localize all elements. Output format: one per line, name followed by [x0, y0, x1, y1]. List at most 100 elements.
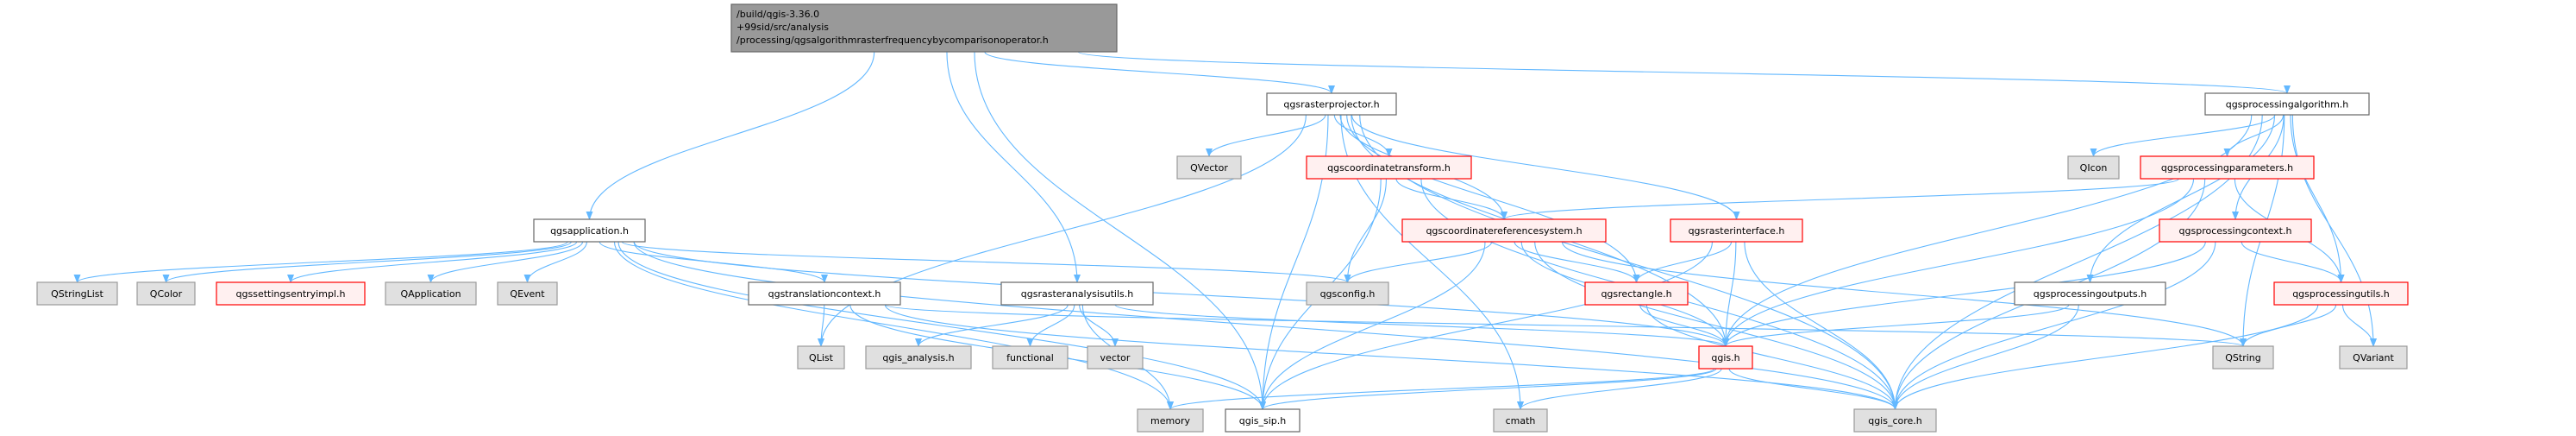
node-label: qgsrasterinterface.h: [1689, 225, 1785, 237]
node-label: qgssettingsentryimpl.h: [236, 288, 346, 300]
node-label: +99sid/src/analysis: [736, 22, 829, 33]
edge-qgsapplication-to-QStringList: [73, 241, 568, 283]
edge-qgsrasteranalysisutils-to-qgis: [1114, 304, 1729, 347]
node-QColor: QColor: [136, 281, 196, 306]
edge-root-to-qgsprocessingalgorithm: [1077, 51, 2291, 94]
node-box: [533, 218, 646, 243]
node-qgsprocessingalgorithm[interactable]: qgsprocessingalgorithm.h: [2204, 92, 2370, 116]
edge-qgsapplication-to-memory: [613, 241, 1174, 410]
node-vector: vector: [1087, 345, 1144, 370]
edge-qgsprocessingparameters-to-qgis: [1722, 178, 2195, 347]
node-box: [1087, 345, 1144, 370]
node-label: qgscoordinatereferencesystem.h: [1426, 225, 1582, 237]
edge-root-to-qgsrasteranalysisutils: [946, 51, 1081, 283]
node-label: qgstranslationcontext.h: [768, 288, 881, 300]
edge-qgis-to-cmath: [1517, 368, 1722, 410]
node-box: [1266, 92, 1397, 116]
node-label: QStringList: [51, 288, 103, 300]
edge-qgsapplication-to-QEvent: [523, 241, 587, 283]
edge-qgsprocessingutils-to-qgis_core: [1891, 304, 2319, 410]
node-qgis_analysis: qgis_analysis.h: [865, 345, 972, 370]
node-box: [36, 281, 118, 306]
edge-qgsrasterinterface-to-qgis_core: [1744, 241, 1899, 410]
node-box: [1137, 408, 1204, 433]
node-qgsprocessingoutputs[interactable]: qgsprocessingoutputs.h: [2014, 281, 2166, 306]
node-qgsrectangle[interactable]: qgsrectangle.h: [1584, 281, 1689, 306]
edge-qgsprocessingutils-to-QString: [2240, 304, 2337, 347]
node-qgsapplication[interactable]: qgsapplication.h: [533, 218, 646, 243]
edge-qgsrasteranalysisutils-to-qgis_analysis: [915, 304, 1069, 347]
node-label: memory: [1150, 415, 1190, 427]
node-qgis[interactable]: qgis.h: [1698, 345, 1753, 370]
node-qgsrasterinterface[interactable]: qgsrasterinterface.h: [1670, 218, 1803, 243]
node-label: QString: [2225, 352, 2261, 363]
node-qgstranslationcontext[interactable]: qgstranslationcontext.h: [748, 281, 901, 306]
node-label: qgis_analysis.h: [882, 352, 954, 363]
node-box: [1584, 281, 1689, 306]
edge-qgsprocessingoutputs-to-qgis_core: [1891, 304, 2079, 410]
node-label: qgsprocessingutils.h: [2292, 288, 2390, 300]
edge-qgstranslationcontext-to-qgis_core: [884, 304, 1899, 410]
node-qgssettingsentryimpl[interactable]: qgssettingsentryimpl.h: [216, 281, 366, 306]
edge-qgsrasteranalysisutils-to-functional: [1026, 304, 1075, 347]
node-qgsrasterprojector[interactable]: qgsrasterprojector.h: [1266, 92, 1397, 116]
node-label: qgis_sip.h: [1239, 415, 1287, 427]
edge-qgis-to-memory: [1167, 368, 1715, 410]
node-label: functional: [1006, 352, 1054, 363]
edge-qgsprocessingcontext-to-qgsprocessingutils: [2241, 241, 2345, 283]
node-qgsprocessingutils[interactable]: qgsprocessingutils.h: [2273, 281, 2409, 306]
edge-qgscrs-to-QString: [1561, 241, 2247, 347]
edge-qgstranslationcontext-to-QString: [884, 304, 2247, 347]
edge-qgsrectangle-to-qgis_core: [1645, 304, 1899, 410]
node-qgsprocessingparameters[interactable]: qgsprocessingparameters.h: [2140, 155, 2315, 180]
node-qgis_sip[interactable]: qgis_sip.h: [1225, 408, 1301, 433]
node-label: cmath: [1506, 415, 1536, 427]
edge-qgsapplication-to-qgis_sip: [617, 241, 1266, 410]
edge-root-to-qgsapplication: [586, 51, 875, 220]
node-box: [2204, 92, 2370, 116]
edge-qgsprocessingparameters-to-qgscrs: [1501, 178, 2179, 220]
node-box: [1225, 408, 1301, 433]
node-label: qgscoordinatetransform.h: [1327, 162, 1451, 174]
node-box: [1670, 218, 1803, 243]
node-label: QEvent: [510, 288, 545, 300]
node-box: [216, 281, 366, 306]
edge-qgsrasterprojector-to-qgsrectangle: [1346, 114, 1640, 283]
node-QList: QList: [797, 345, 845, 370]
node-box: [730, 3, 1118, 53]
edge-qgscrs-to-qgis_sip: [1259, 241, 1486, 410]
edge-qgsprocessingalgorithm-to-qgsprocessingutils: [2290, 114, 2345, 283]
node-label: qgsapplication.h: [550, 225, 629, 237]
node-root[interactable]: /build/qgis-3.36.0+99sid/src/analysis/pr…: [730, 3, 1118, 53]
node-box: [1853, 408, 1937, 433]
edge-qgsrasterinterface-to-qgis_sip: [1259, 241, 1714, 410]
edge-root-to-qgis_sip: [974, 51, 1266, 410]
edge-qgsprocessingutils-to-QVariant: [2341, 304, 2377, 347]
node-box: [865, 345, 972, 370]
edge-qgsprocessingalgorithm-to-QIcon: [2090, 114, 2276, 157]
node-QString: QString: [2212, 345, 2274, 370]
edge-qgsrasterprojector-to-qgsrasterinterface: [1351, 114, 1740, 220]
node-label: QVector: [1190, 162, 1228, 174]
node-QIcon: QIcon: [2067, 155, 2120, 180]
node-box: [748, 281, 901, 306]
node-label: QColor: [150, 288, 183, 300]
edge-qgsprocessingalgorithm-to-qgsprocessingparameters: [2223, 114, 2285, 157]
node-box: [2339, 345, 2408, 370]
node-box: [1306, 281, 1389, 306]
node-box: [2159, 218, 2312, 243]
nodes-layer: /build/qgis-3.36.0+99sid/src/analysis/pr…: [36, 3, 2409, 433]
node-box: [136, 281, 196, 306]
edge-qgsapplication-to-qgsconfig: [621, 241, 1351, 283]
node-qgsprocessingcontext[interactable]: qgsprocessingcontext.h: [2159, 218, 2312, 243]
edge-qgscrs-to-qgis_core: [1534, 241, 1899, 410]
node-qgscrs[interactable]: qgscoordinatereferencesystem.h: [1401, 218, 1607, 243]
node-box: [1306, 155, 1472, 180]
node-qgscoordinatetransform[interactable]: qgscoordinatetransform.h: [1306, 155, 1472, 180]
edge-qgsrasterprojector-to-QList: [818, 114, 1307, 347]
edge-qgsprocessingcontext-to-qgis_core: [1891, 241, 2216, 410]
node-qgsrasteranalysisutils[interactable]: qgsrasteranalysisutils.h: [1000, 281, 1154, 306]
node-box: [1401, 218, 1607, 243]
node-label: QIcon: [2080, 162, 2108, 174]
